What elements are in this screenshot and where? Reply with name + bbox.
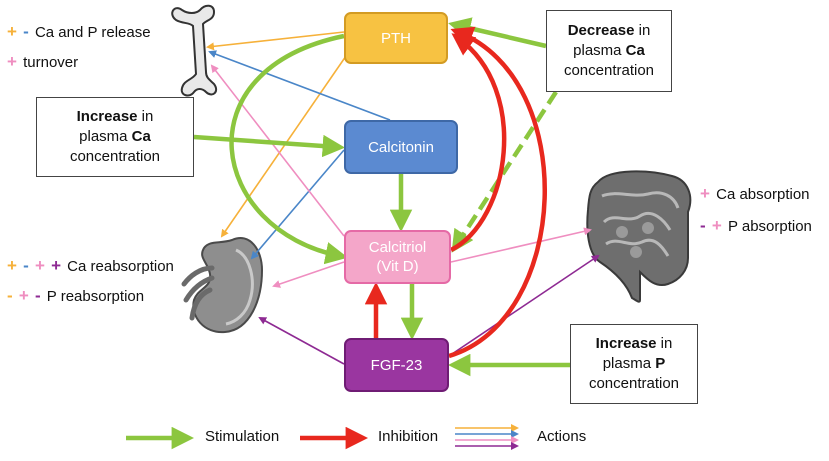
effect-symbol: + (700, 184, 710, 203)
intestine-effect-2: - + P absorption (700, 216, 812, 236)
calcitonin-node: Calcitonin (344, 120, 458, 174)
effect-symbol: + (51, 256, 61, 275)
p-increase-ion: P (655, 355, 666, 372)
fgf23-node: FGF-23 (344, 338, 449, 392)
ca-increase-keyword: Increase (76, 108, 138, 125)
action-calcitriol-to-intestine (450, 227, 592, 263)
kidney-effect-1: + - + + Ca reabsorption (7, 256, 174, 276)
p-increase-in: in (656, 335, 673, 352)
stim-ca-increase-to-calcitonin (193, 134, 346, 158)
bone-effect-2: + turnover (7, 52, 78, 72)
legend-graphics (126, 424, 519, 450)
action-pth-to-kidney (220, 55, 347, 238)
effect-symbol: + (7, 22, 17, 41)
bone-effect-1-text: Ca and P release (34, 24, 151, 41)
p-increase-box: Increase in plasma P concentration (570, 324, 698, 404)
legend-inhibition-label: Inhibition (378, 428, 439, 445)
ca-decrease-in: in (634, 22, 651, 39)
effect-symbol: - (34, 286, 41, 305)
ca-increase-in: in (137, 108, 154, 125)
pth-label: PTH (381, 29, 411, 47)
action-fgf23-to-intestine (448, 254, 600, 357)
legend-stimulation-label: Stimulation (205, 428, 280, 445)
ca-decrease-plasma: plasma (573, 42, 626, 59)
action-calcitonin-to-kidney (250, 149, 345, 260)
effect-symbol: + (7, 52, 17, 71)
ca-decrease-keyword: Decrease (567, 22, 635, 39)
calcitonin-label: Calcitonin (368, 138, 434, 156)
p-increase-keyword: Increase (595, 335, 657, 352)
effect-symbol: + (34, 256, 45, 275)
ca-increase-box: Increase in plasma Ca concentration (36, 97, 194, 177)
calcitriol-label: Calcitriol (368, 239, 427, 256)
inhib-fgf23-to-pth (448, 26, 548, 359)
ca-increase-ion: Ca (131, 128, 151, 145)
calcitriol-node: Calcitriol (Vit D) (344, 230, 451, 284)
action-arrows (206, 31, 600, 365)
kidney-effect-1-text: Ca reabsorption (67, 258, 174, 275)
intestine-effect-1: + Ca absorption (700, 184, 810, 204)
effect-symbol: + (7, 256, 17, 275)
action-calcitonin-to-bone (208, 50, 391, 121)
intestine-icon (586, 170, 692, 303)
bone-icon (171, 4, 218, 97)
ca-increase-concentration: concentration (69, 148, 161, 165)
stim-ca-decrease-to-calcitriol (451, 90, 558, 253)
inhibition-arrows (364, 26, 548, 359)
legend-actions-label: Actions (537, 428, 587, 445)
kidney-icon (181, 237, 264, 334)
effect-symbol: - (23, 22, 29, 41)
intestine-effect-1-text: Ca absorption (716, 186, 810, 203)
ca-decrease-ion: Ca (625, 42, 645, 59)
kidney-effect-2: - + - P reabsorption (7, 286, 144, 306)
action-calcitriol-to-kidney (272, 261, 345, 288)
effect-symbol: - (700, 216, 706, 235)
calcitriol-sublabel: (Vit D) (376, 258, 419, 275)
p-increase-plasma: plasma (602, 355, 656, 372)
pth-node: PTH (344, 12, 448, 64)
stimulation-arrows (193, 17, 570, 377)
effect-symbol: - (23, 256, 29, 275)
action-calcitriol-to-bone (210, 64, 345, 237)
action-fgf23-to-kidney (258, 317, 345, 365)
ca-increase-plasma: plasma (79, 128, 132, 145)
effect-symbol: - (7, 286, 13, 305)
ca-decrease-concentration: concentration (563, 62, 655, 79)
p-increase-concentration: concentration (588, 375, 680, 392)
action-pth-to-bone (206, 31, 345, 51)
intestine-effect-2-text: P absorption (727, 218, 812, 235)
stim-pth-to-calcitriol (229, 33, 348, 265)
fgf23-label: FGF-23 (370, 356, 423, 374)
effect-symbol: + (18, 286, 29, 305)
inhib-calcitriol-to-pth (449, 33, 507, 253)
kidney-effect-2-text: P reabsorption (46, 288, 145, 305)
effect-symbol: + (711, 216, 722, 235)
ca-decrease-box: Decrease in plasma Ca concentration (546, 10, 672, 92)
bone-effect-2-text: turnover (23, 54, 79, 71)
bone-effect-1: + - Ca and P release (7, 22, 151, 42)
